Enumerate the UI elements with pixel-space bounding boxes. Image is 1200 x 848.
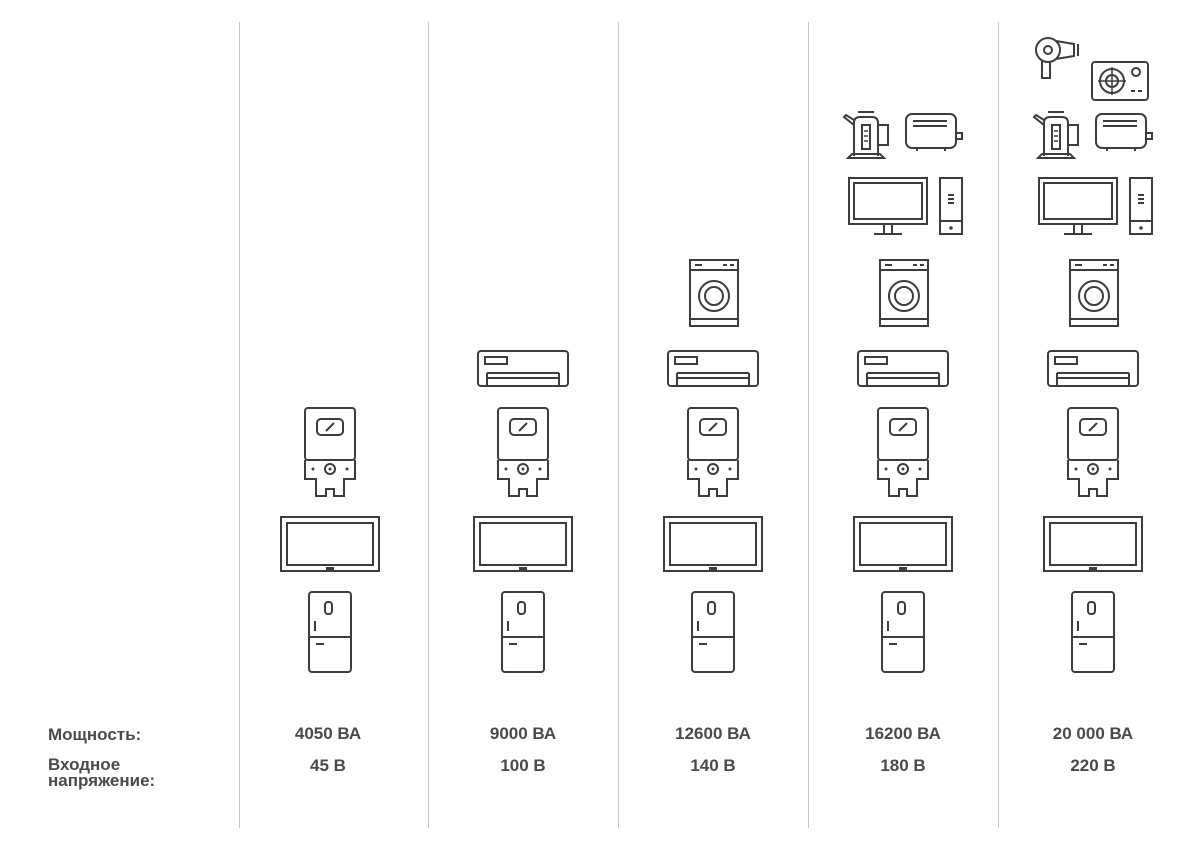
voltage-label-line1: Входное	[48, 755, 121, 774]
air-conditioner-icon	[857, 350, 949, 388]
voltage-value: 100 В	[500, 756, 546, 775]
computer-icon	[848, 177, 964, 237]
kettle-icon	[842, 107, 896, 159]
hair-dryer-icon	[1034, 36, 1080, 80]
column-divider	[239, 22, 240, 828]
tv-icon	[1043, 516, 1143, 574]
fridge-icon	[501, 591, 545, 673]
boiler-icon	[687, 407, 739, 497]
washing-machine-icon	[1069, 259, 1119, 327]
fridge-icon	[881, 591, 925, 673]
voltage-label-line2: напряжение:	[48, 771, 156, 790]
power-label: Мощность:	[48, 725, 142, 744]
toaster-icon	[1095, 113, 1153, 151]
washing-machine-icon	[689, 259, 739, 327]
computer-icon	[1038, 177, 1154, 237]
voltage-value: 45 В	[310, 756, 346, 775]
column-16200: 16200 ВА 180 В	[808, 0, 998, 848]
fridge-icon	[308, 591, 352, 673]
toaster-icon	[905, 113, 963, 151]
column-divider	[808, 22, 809, 828]
power-value: 4050 ВА	[294, 724, 362, 743]
washing-machine-icon	[879, 259, 929, 327]
tv-icon	[280, 516, 380, 574]
voltage-value: 180 В	[880, 756, 926, 775]
power-value: 16200 ВА	[865, 724, 941, 743]
power-value: 9000 ВА	[489, 724, 557, 743]
cooktop-icon	[1091, 61, 1149, 101]
voltage-value: 140 В	[690, 756, 736, 775]
boiler-icon	[497, 407, 549, 497]
air-conditioner-icon	[1047, 350, 1139, 388]
column-divider	[618, 22, 619, 828]
column-20000: 20 000 ВА 220 В	[998, 0, 1188, 848]
column-divider	[428, 22, 429, 828]
tv-icon	[853, 516, 953, 574]
column-12600: 12600 ВА 140 В	[618, 0, 808, 848]
boiler-icon	[304, 407, 356, 497]
tv-icon	[473, 516, 573, 574]
boiler-icon	[1067, 407, 1119, 497]
column-9000: 9000 ВА 100 В	[428, 0, 618, 848]
power-value: 12600 ВА	[675, 724, 751, 743]
column-divider	[998, 22, 999, 828]
power-value: 20 000 ВА	[1052, 724, 1134, 743]
voltage-label: Входное напряжение:	[48, 755, 218, 790]
column-4050: 4050 ВА 45 В	[233, 0, 423, 848]
boiler-icon	[877, 407, 929, 497]
fridge-icon	[1071, 591, 1115, 673]
voltage-value: 220 В	[1070, 756, 1116, 775]
air-conditioner-icon	[477, 350, 569, 388]
tv-icon	[663, 516, 763, 574]
air-conditioner-icon	[667, 350, 759, 388]
kettle-icon	[1032, 107, 1086, 159]
fridge-icon	[691, 591, 735, 673]
